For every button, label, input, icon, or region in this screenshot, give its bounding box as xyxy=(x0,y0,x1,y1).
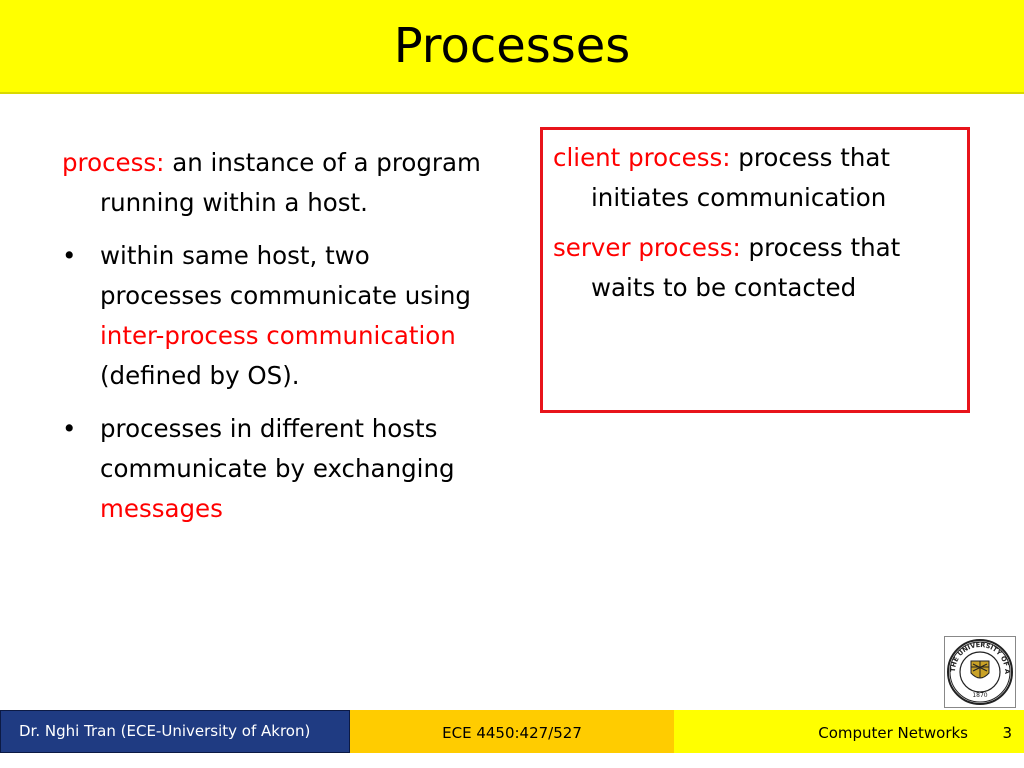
process-term: process: xyxy=(62,148,165,177)
page-number: 3 xyxy=(1002,724,1012,742)
footer-course-code: ECE 4450:427/527 xyxy=(350,710,674,753)
footer-author: Dr. Nghi Tran (ECE-University of Akron) xyxy=(0,710,350,753)
seal-icon: THE UNIVERSITY OF AKRON 1870 xyxy=(942,631,1013,705)
messages-term: messages xyxy=(100,494,223,523)
bullet-dot: • xyxy=(62,414,77,443)
bullet-different-hosts-text: processes in different hosts communicate… xyxy=(100,414,455,483)
slide-title: Processes xyxy=(393,18,631,74)
process-definition-text: an instance of a program running within … xyxy=(100,148,481,217)
client-process-text: process that initiates communication xyxy=(591,143,890,212)
bullet-different-hosts: • processes in different hosts communica… xyxy=(62,409,492,529)
inter-process-communication-term: inter-process communication xyxy=(100,321,456,350)
client-process-definition: client process: process that initiates c… xyxy=(553,138,953,218)
bullet-same-host-text-b: (defined by OS). xyxy=(100,361,300,390)
server-process-text: process that waits to be contacted xyxy=(591,233,901,302)
university-seal-logo: THE UNIVERSITY OF AKRON 1870 xyxy=(942,631,1016,708)
footer-course-area: Computer Networks 3 xyxy=(674,710,1024,753)
left-content: process: an instance of a program runnin… xyxy=(62,143,492,542)
server-process-definition: server process: process that waits to be… xyxy=(553,228,953,308)
footer-course-name: Computer Networks xyxy=(818,724,968,742)
definitions-box-content: client process: process that initiates c… xyxy=(553,138,953,318)
process-definition: process: an instance of a program runnin… xyxy=(62,143,492,223)
seal-year: 1870 xyxy=(972,692,987,699)
server-process-term: server process: xyxy=(553,233,741,262)
definitions-box: client process: process that initiates c… xyxy=(540,127,970,413)
title-bar: Processes xyxy=(0,0,1024,94)
bullet-same-host-text-a: within same host, two processes communic… xyxy=(100,241,471,310)
bullet-same-host: • within same host, two processes commun… xyxy=(62,236,492,396)
client-process-term: client process: xyxy=(553,143,731,172)
bullet-dot: • xyxy=(62,241,77,270)
